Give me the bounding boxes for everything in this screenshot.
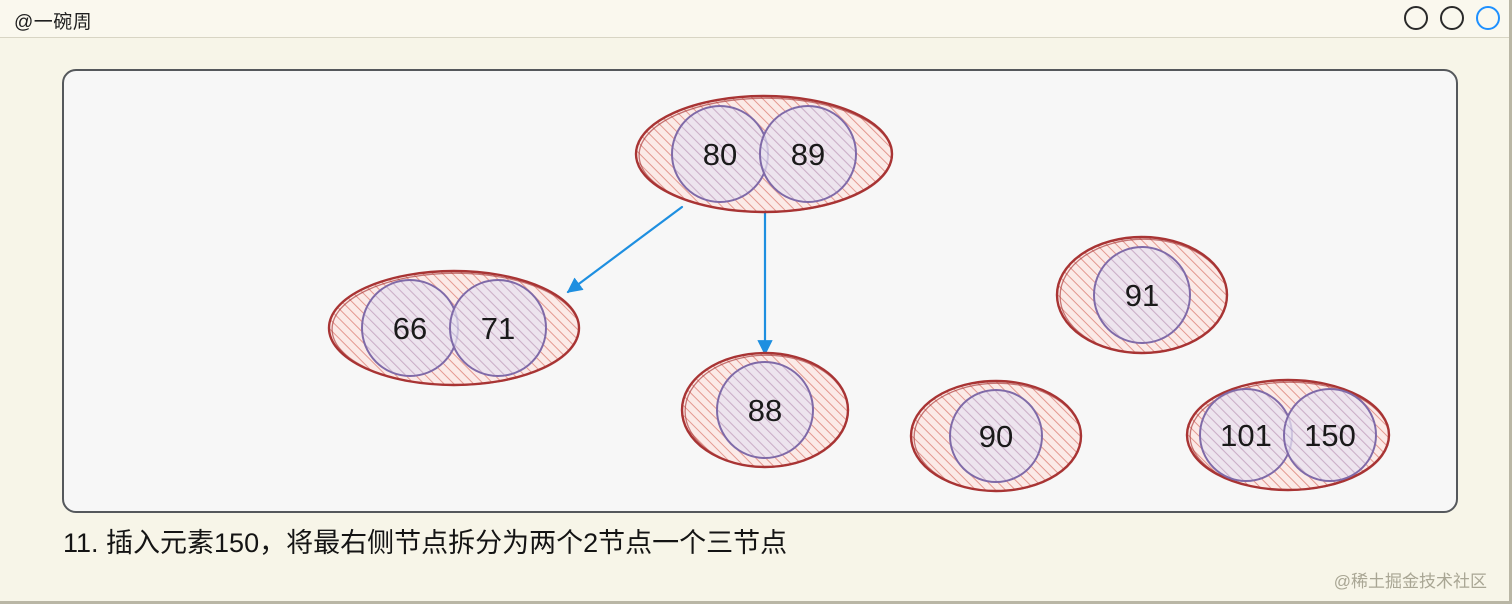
window-close-button[interactable] (1476, 6, 1500, 30)
node-key-label: 89 (791, 137, 825, 172)
node-key: 91 (1093, 246, 1191, 344)
diagram-canvas: 80 89 66 71 88 91 90 101 150 (62, 69, 1458, 513)
window-minimize-button[interactable] (1404, 6, 1428, 30)
node-key-label: 80 (703, 137, 737, 172)
tree-node: 80 89 (634, 94, 894, 214)
node-key: 101 (1199, 388, 1293, 482)
node-key-label: 66 (393, 311, 427, 346)
node-key: 89 (759, 105, 857, 203)
node-key: 90 (949, 389, 1043, 483)
tree-node: 88 (680, 351, 850, 469)
node-key-label: 90 (979, 419, 1013, 454)
tree-node: 66 71 (327, 269, 581, 387)
bottom-rule (0, 601, 1509, 604)
title-bar: @一碗周 (0, 0, 1509, 38)
node-key: 71 (449, 279, 547, 377)
node-key-label: 101 (1220, 418, 1272, 453)
window-controls (1404, 6, 1500, 30)
tree-node: 91 (1055, 235, 1229, 355)
node-key-label: 91 (1125, 278, 1159, 313)
nodes-layer: 80 89 66 71 88 91 90 101 150 (327, 94, 1391, 493)
node-key-label: 71 (481, 311, 515, 346)
node-key-label: 150 (1304, 418, 1356, 453)
watermark-text: @稀土掘金技术社区 (1333, 572, 1487, 591)
tree-diagram: 80 89 66 71 88 91 90 101 150 (327, 94, 1391, 493)
window-maximize-button[interactable] (1440, 6, 1464, 30)
node-key: 88 (716, 361, 814, 459)
node-key: 80 (671, 105, 769, 203)
node-key: 150 (1283, 388, 1377, 482)
tree-node: 90 (909, 379, 1083, 493)
tree-node: 101 150 (1185, 378, 1391, 492)
node-key-label: 88 (748, 393, 782, 428)
caption-text: 11. 插入元素150，将最右侧节点拆分为两个2节点一个三节点 (63, 528, 788, 558)
window-title: @一碗周 (14, 12, 93, 33)
node-key: 66 (361, 279, 459, 377)
arrows-layer (566, 205, 773, 356)
edge-arrow (566, 205, 684, 294)
